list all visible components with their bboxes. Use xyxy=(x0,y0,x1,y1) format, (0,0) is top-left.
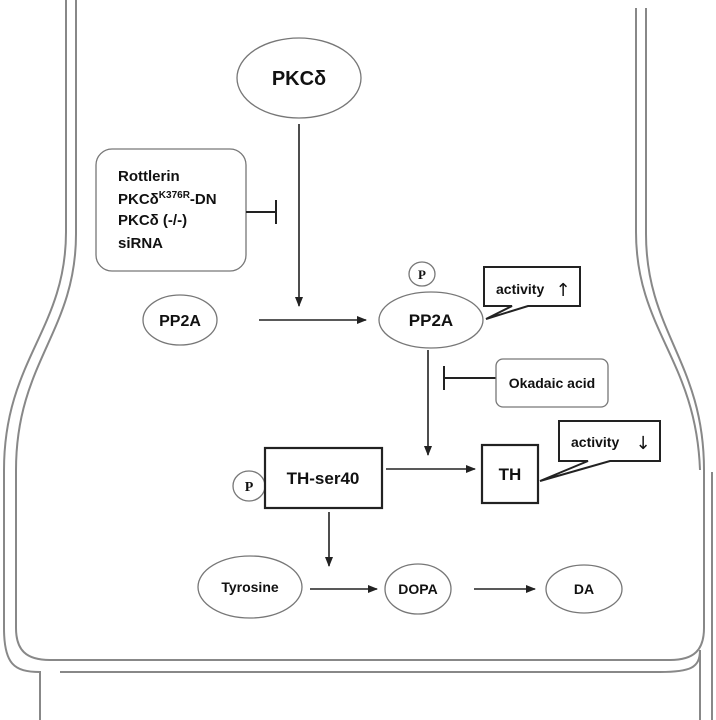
inhibitor-box xyxy=(95,148,247,272)
inhibitor-rottlerin: Rottlerin xyxy=(118,168,180,185)
pkc-delta-node xyxy=(236,37,362,119)
pkc-delta-label: PKCδ xyxy=(272,68,326,90)
cell-membrane-outer xyxy=(3,0,67,720)
th-box xyxy=(480,443,540,505)
pp2a-activity-callout xyxy=(483,266,581,320)
cell-membrane-inner xyxy=(15,0,705,661)
phospho-th-label: P xyxy=(245,480,254,495)
inhibitor-sirna: siRNA xyxy=(118,235,163,252)
inhibitor-pkc-knockout: PKCδ (-/-) xyxy=(118,212,187,229)
da-label: DA xyxy=(574,581,594,597)
dopa-node xyxy=(384,563,452,615)
cell-membrane-right-outer xyxy=(635,8,701,471)
tyrosine-node xyxy=(197,555,303,619)
da-node xyxy=(545,564,623,614)
okadaic-acid-label: Okadaic acid xyxy=(509,375,595,391)
phospho-pp2a-label: P xyxy=(418,267,426,282)
pp2a-active-label: PP2A xyxy=(409,311,453,330)
pp2a-active-node xyxy=(378,291,484,349)
inhibitor-pkc-dn: PKCδK376R-DN xyxy=(118,190,217,208)
cell-membrane-bottom xyxy=(60,649,701,720)
th-label: TH xyxy=(499,465,522,484)
pp2a-activity-label: activity xyxy=(496,281,544,297)
th-activity-label: activity xyxy=(571,434,619,450)
tyrosine-label: Tyrosine xyxy=(221,579,279,595)
th-activity-down-arrow: ↓ xyxy=(635,433,650,454)
okadaic-acid-box xyxy=(495,358,609,408)
pp2a-inactive-label: PP2A xyxy=(159,313,201,330)
th-ser40-label: TH-ser40 xyxy=(287,469,360,488)
dopa-label: DOPA xyxy=(398,581,437,597)
phospho-pp2a-node xyxy=(408,261,436,287)
pp2a-activity-up-arrow: ↑ xyxy=(555,280,570,301)
th-ser40-box xyxy=(263,446,384,510)
th-activity-callout xyxy=(539,420,661,482)
pp2a-inactive-node xyxy=(142,294,218,346)
